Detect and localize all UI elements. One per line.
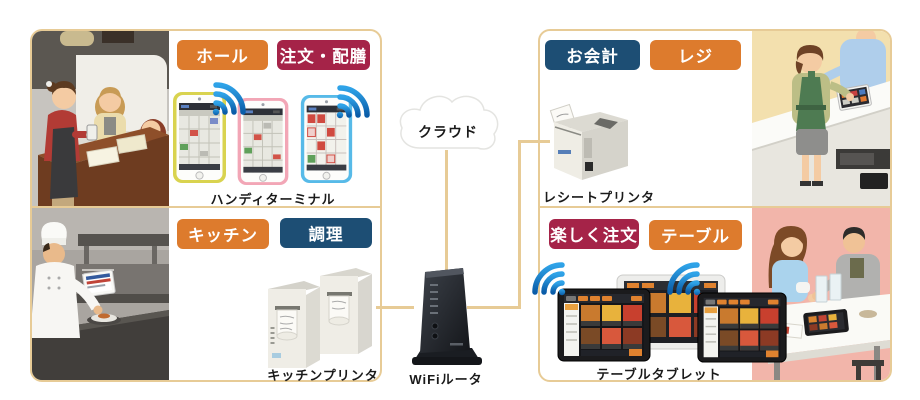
receipt-printer-label: レシートプリンタ [542,190,655,205]
table-tablet-label: テーブルタブレット [596,367,722,382]
handy-terminal-3 [300,94,353,184]
handy-terminal-label: ハンディターミナル [210,192,336,207]
wifi-signal-icon [532,262,566,296]
receipt-printer-illustration [549,103,628,180]
left-panel [30,29,382,382]
cooking-badge: 調理 [280,218,372,248]
connector-receipt-printer [518,140,550,143]
cloud: クラウド [392,86,504,162]
right-panel-divider [540,206,890,208]
wifi-signal-icon [212,82,246,116]
wifi-signal-icon [667,262,701,296]
register-scene-illustration [752,31,890,206]
hall-scene-illustration [32,31,169,206]
connector-cloud-router [445,150,448,270]
cloud-icon [399,95,499,150]
connector-vertical-right [518,140,521,309]
connector-router-right [467,306,521,309]
wifi-router-illustration [412,268,482,365]
wifi-router-label: WiFiルータ [409,372,483,387]
wifi-signal-icon [336,85,370,119]
left-panel-divider [32,206,380,208]
connector-kitchen-router [376,306,414,309]
table-tablet-2 [697,292,787,363]
table-tablet-1 [557,288,651,362]
register-badge: レジ [650,40,741,70]
fun-order-badge: 楽しく注文 [549,219,639,249]
cloud-label: クラウド [418,124,478,140]
kitchen-scene-illustration [32,208,169,380]
kitchen-badge: キッチン [177,219,269,249]
order-serve-badge: 注文・配膳 [277,40,370,70]
kitchen-printer-label: キッチンプリンタ [267,368,379,383]
table-badge: テーブル [649,220,742,250]
handy-terminal-2 [237,97,289,186]
kitchen-printer-illustration [268,268,372,368]
hall-badge: ホール [177,40,268,70]
checkout-badge: お会計 [545,40,640,70]
handy-terminal-1 [173,92,226,183]
